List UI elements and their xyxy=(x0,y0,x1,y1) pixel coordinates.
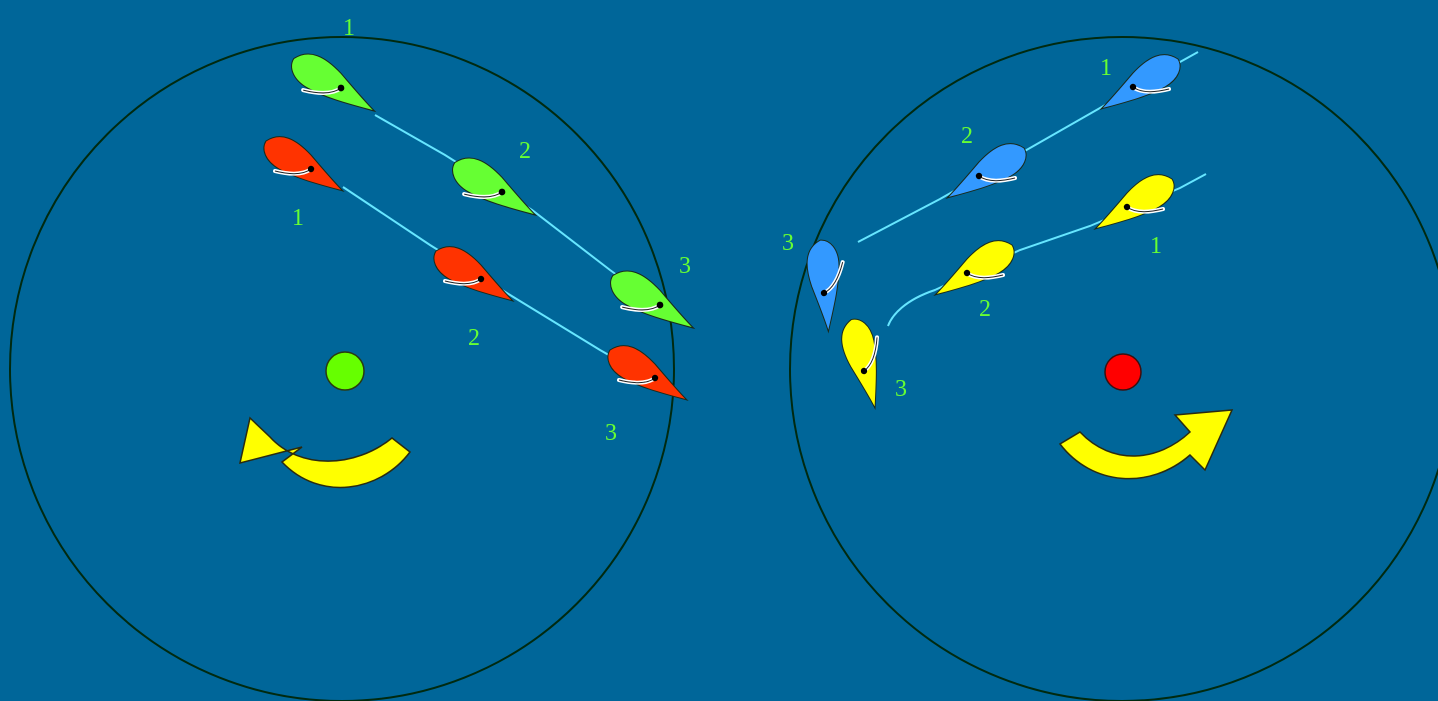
clockwise-arrow-icon xyxy=(1058,409,1234,480)
green-boat-1 xyxy=(292,54,375,111)
blue-boat-label-1: 1 xyxy=(1100,55,1112,81)
yellow-boat-label-2: 2 xyxy=(979,296,991,322)
red-mark xyxy=(1104,353,1142,391)
left-zone-circle xyxy=(9,36,675,701)
yellow-boat-track xyxy=(887,173,1207,327)
green-boat-2 xyxy=(453,158,536,215)
counter-clockwise-arrow-icon xyxy=(239,416,412,489)
left-diagram: 1 2 3 1 2 3 xyxy=(9,15,694,701)
yellow-boat-2 xyxy=(933,238,1017,297)
blue-boat-2 xyxy=(945,141,1029,200)
green-boat-3 xyxy=(611,271,694,328)
green-boat-label-2: 2 xyxy=(519,138,531,164)
blue-boat-label-2: 2 xyxy=(961,123,973,149)
yellow-boat-label-1: 1 xyxy=(1150,233,1162,259)
right-zone-circle xyxy=(789,36,1438,701)
yellow-boat-1 xyxy=(1093,172,1177,231)
green-boat-label-1: 1 xyxy=(343,15,355,41)
blue-boat-1 xyxy=(1099,52,1183,111)
red-boat-2 xyxy=(431,244,515,303)
red-boat-1 xyxy=(261,134,345,193)
blue-boat-track xyxy=(857,51,1199,243)
red-boat-3 xyxy=(605,343,689,402)
yellow-boat-label-3: 3 xyxy=(895,376,907,402)
yellow-boat-3 xyxy=(821,314,902,411)
red-boat-label-1: 1 xyxy=(292,205,304,231)
red-boat-label-3: 3 xyxy=(605,420,617,446)
green-boat-label-3: 3 xyxy=(679,253,691,279)
right-diagram: 1 2 3 1 2 3 xyxy=(780,36,1438,701)
green-mark xyxy=(325,351,365,391)
red-boat-label-2: 2 xyxy=(468,325,480,351)
blue-boat-label-3: 3 xyxy=(782,230,794,256)
